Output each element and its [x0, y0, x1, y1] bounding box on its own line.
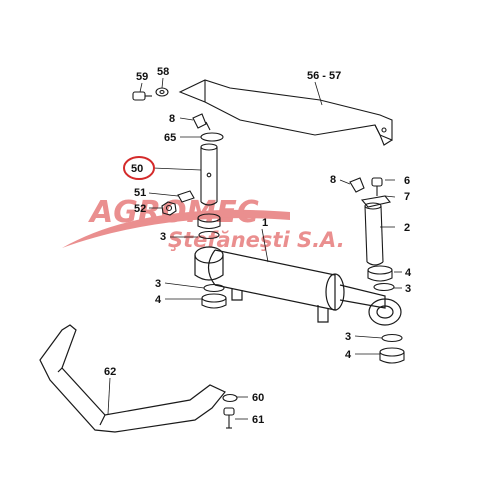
part-ring-lower-left-pin: [198, 230, 220, 240]
label-59: 59: [136, 71, 148, 83]
part-ring-3-right-upper: [373, 282, 395, 292]
part-bolt-61: [223, 407, 235, 429]
part-bushing-4-right-lower: [379, 347, 405, 364]
label-4-b: 4: [155, 294, 162, 306]
part-grease-nipple-8-right: [349, 177, 365, 193]
label-62: 62: [104, 366, 116, 378]
label-3-c: 3: [155, 278, 161, 290]
label-58: 58: [157, 66, 169, 78]
part-pin-50: [200, 143, 218, 206]
part-bushing-4-right-upper: [367, 265, 393, 282]
watermark-swoosh: [62, 209, 290, 248]
label-4-a: 4: [405, 267, 412, 279]
part-nut-52: [161, 201, 177, 216]
label-2: 2: [404, 222, 410, 234]
label-3-a: 3: [160, 231, 166, 243]
part-bolt-6: [371, 177, 383, 196]
part-grease-nipple-8-left: [192, 113, 211, 131]
part-frame-62: [39, 324, 226, 433]
part-pin-2: [364, 202, 384, 266]
label-1: 1: [262, 217, 268, 229]
part-bracket-56-57: [178, 79, 393, 146]
part-bushing-4-left-lower: [201, 293, 227, 309]
part-grease-nipple-51: [177, 190, 195, 203]
label-60: 60: [252, 392, 264, 404]
label-50: 50: [131, 163, 143, 175]
part-ring-3-left-lower: [203, 283, 225, 293]
label-3-d: 3: [345, 331, 351, 343]
label-4-c: 4: [345, 349, 352, 361]
label-8-right: 8: [330, 174, 336, 186]
part-labels: 59 58 56 - 57 8 65 50 51 52 3 1 8 6 7 2 …: [104, 66, 412, 426]
label-65: 65: [164, 132, 176, 144]
label-7: 7: [404, 191, 410, 203]
label-8-left: 8: [169, 113, 175, 125]
label-3-b: 3: [405, 283, 411, 295]
part-washer-58: [155, 87, 169, 97]
part-ring-3-right-lower: [381, 333, 403, 343]
part-washer-60: [222, 393, 238, 403]
part-cylinder-1: [194, 246, 402, 326]
label-51: 51: [134, 187, 146, 199]
watermark-line2: Ştefăneşti S.A.: [168, 228, 345, 252]
highlight-circle: [123, 156, 155, 180]
label-6: 6: [404, 175, 410, 187]
label-61: 61: [252, 414, 264, 426]
part-bolt-59: [132, 91, 152, 101]
part-lock-plate-7: [360, 195, 391, 208]
label-56-57: 56 - 57: [307, 70, 341, 82]
part-circlip-65: [200, 132, 224, 142]
label-52: 52: [134, 203, 146, 215]
leader-lines: [107, 77, 402, 420]
part-bushing-3-upper-left: [197, 213, 221, 230]
